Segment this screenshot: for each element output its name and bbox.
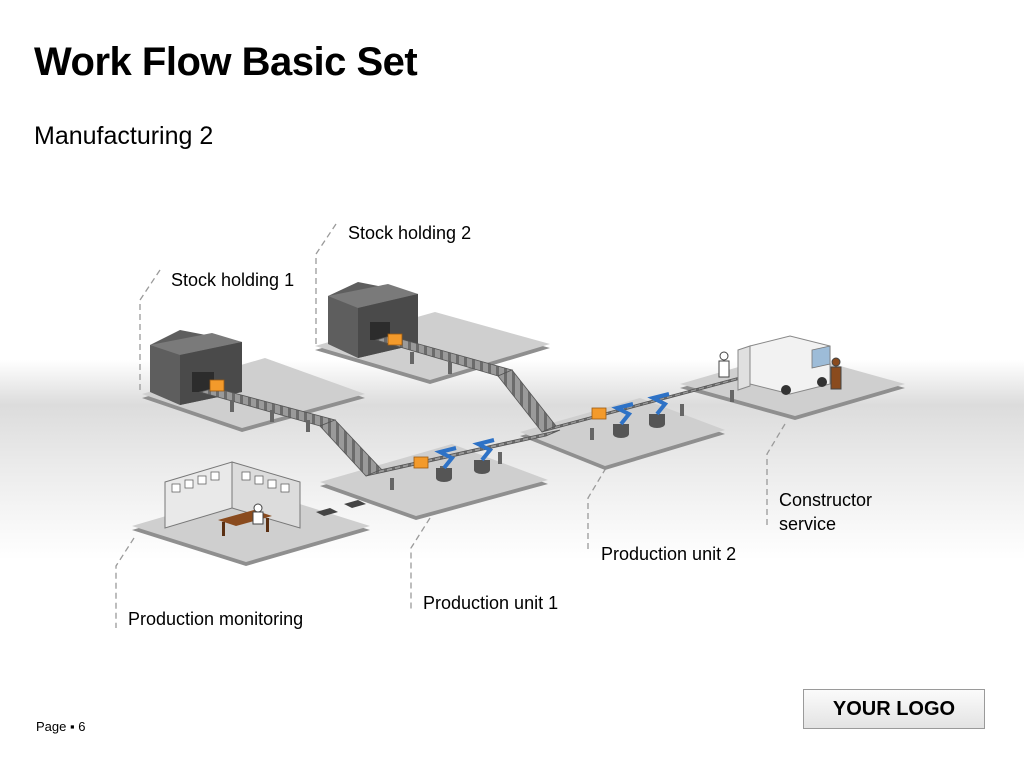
- worker-figure-left: [718, 351, 730, 378]
- logo-placeholder: YOUR LOGO: [803, 689, 985, 729]
- label-constructor-service: Constructor service: [779, 488, 872, 536]
- label-production-monitoring: Production monitoring: [128, 609, 304, 629]
- robot-arm-2: [472, 438, 495, 474]
- monitoring-room: [164, 461, 301, 536]
- label-production-unit-2: Production unit 2: [601, 544, 737, 564]
- logo-text: YOUR LOGO: [832, 697, 956, 720]
- robot-arm-3: [611, 402, 634, 438]
- flow-arrows: [316, 500, 366, 516]
- cargo-box-4: [591, 407, 607, 420]
- leader-lines: [115, 223, 786, 628]
- leader-line-stock-1: [139, 269, 161, 392]
- leader-line-constructor: [766, 423, 786, 528]
- label-stock-holding-2: Stock holding 2: [348, 223, 472, 243]
- delivery-van: [737, 335, 831, 395]
- leader-line-unit-1: [410, 517, 431, 610]
- label-production-unit-1: Production unit 1: [423, 593, 559, 613]
- cargo-box-2: [387, 333, 403, 346]
- cargo-box-3: [413, 456, 429, 469]
- cargo-boxes: [209, 333, 607, 469]
- page-number: Page ▪ 6: [36, 719, 86, 734]
- label-stock-holding-1: Stock holding 1: [171, 270, 295, 290]
- cargo-box-1: [209, 379, 225, 392]
- leader-line-unit-2: [587, 467, 607, 552]
- leader-line-stock-2: [315, 223, 337, 348]
- robot-arm-4: [647, 392, 670, 428]
- robot-arms: [434, 392, 670, 482]
- slide-subtitle: Manufacturing 2: [34, 122, 214, 150]
- platform-stock-holding-1: [142, 358, 365, 432]
- robot-arm-1: [434, 446, 457, 482]
- platform-production-monitoring: [132, 490, 370, 566]
- platform-production-unit-1: [320, 444, 548, 520]
- leader-line-monitoring: [115, 537, 135, 628]
- label-constructor-line-1: Constructor: [779, 490, 873, 510]
- label-constructor-line-2: service: [779, 514, 837, 534]
- slide-title: Work Flow Basic Set: [34, 40, 418, 84]
- worker-figure-right: [830, 357, 842, 390]
